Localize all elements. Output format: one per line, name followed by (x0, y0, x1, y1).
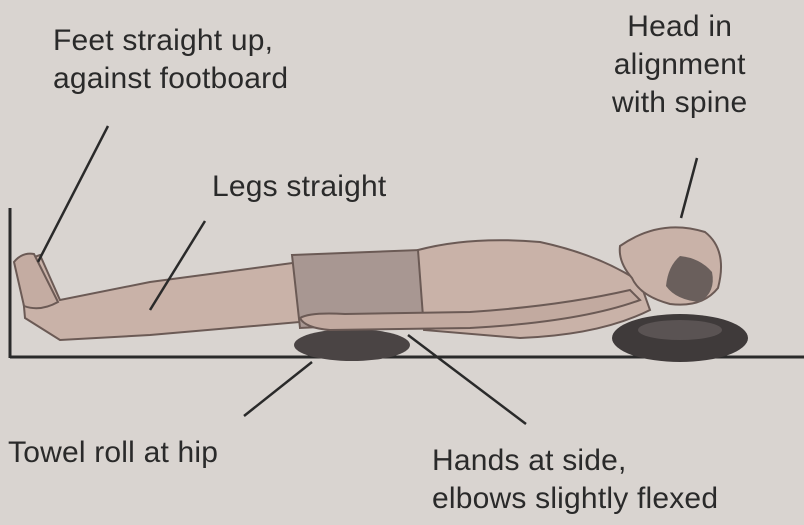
label-feet-line-2: against footboard (53, 60, 288, 98)
label-head-line-1: Head in (612, 8, 747, 46)
leader-hands (408, 335, 526, 424)
label-hands-line-2: elbows slightly flexed (432, 480, 718, 518)
leader-towel (244, 362, 312, 416)
label-legs-text: Legs straight (212, 168, 386, 206)
label-head-line-2: alignment (612, 46, 747, 84)
label-hands-line-1: Hands at side, (432, 442, 718, 480)
label-head: Head in alignment with spine (612, 8, 747, 122)
label-feet: Feet straight up, against footboard (53, 22, 288, 98)
patient-figure (14, 227, 721, 340)
label-head-line-3: with spine (612, 84, 747, 122)
label-hands: Hands at side, elbows slightly flexed (432, 442, 718, 518)
label-legs: Legs straight (212, 168, 386, 206)
label-towel-text: Towel roll at hip (8, 434, 218, 472)
legs (20, 255, 300, 340)
towel-roll (294, 329, 410, 361)
label-feet-line-1: Feet straight up, (53, 22, 288, 60)
leader-head (681, 158, 697, 218)
pillow (612, 314, 748, 362)
leader-feet (38, 126, 108, 262)
label-towel: Towel roll at hip (8, 434, 218, 472)
